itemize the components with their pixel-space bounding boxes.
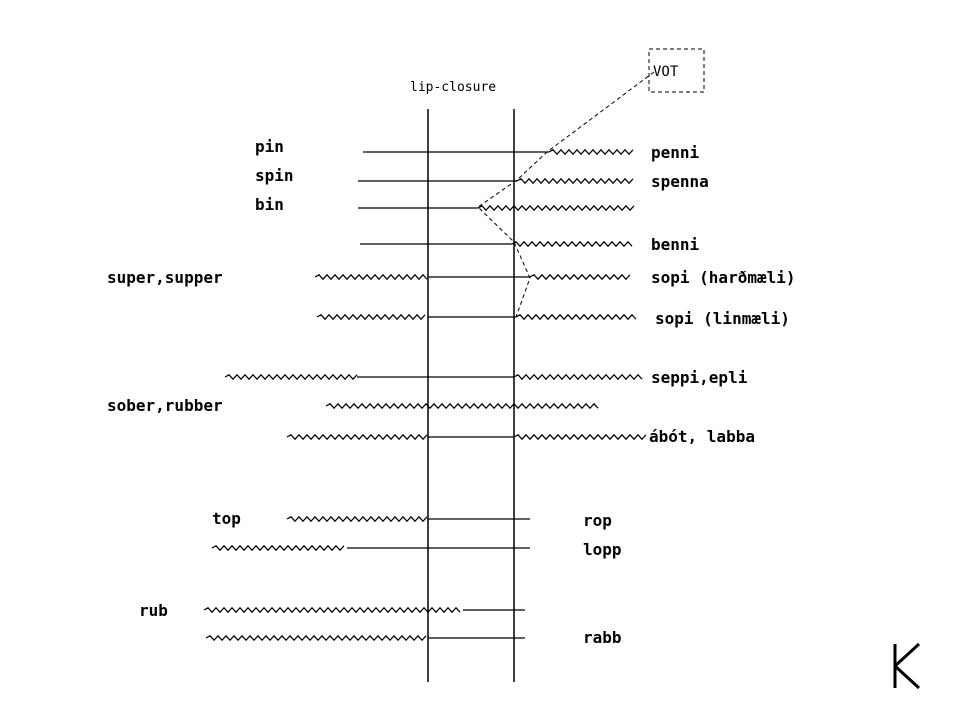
label-rub: rub <box>139 601 168 620</box>
row-lopp-voiced-segment <box>211 544 345 552</box>
voicing-tracks <box>203 148 647 642</box>
row-super-voiced-segment <box>529 273 631 281</box>
label-lopp: lopp <box>583 540 622 559</box>
row-seppi-voiced-segment <box>224 373 358 381</box>
label-abot-labba: ábót, labba <box>649 427 755 446</box>
label-pin: pin <box>255 137 284 156</box>
row-sopi-lin-voiced-segment <box>515 313 637 321</box>
label-rop: rop <box>583 511 612 530</box>
label-sopi-hardmaeli: sopi (harðmæli) <box>651 268 796 287</box>
label-top: top <box>212 509 241 528</box>
lip-closure-label: lip-closure <box>410 80 496 95</box>
label-benni: benni <box>651 235 700 254</box>
row-rabb-voiced-segment <box>205 634 427 642</box>
row-bin-voiced-segment <box>477 204 635 212</box>
label-seppi-epli: seppi,epli <box>651 368 748 387</box>
row-benni-voiced-segment <box>511 240 633 248</box>
label-spenna: spenna <box>651 172 709 191</box>
row-seppi-voiced-segment <box>513 373 643 381</box>
label-super-supper: super,supper <box>107 268 223 287</box>
row-sopi-lin-voiced-segment <box>316 313 426 321</box>
label-penni: penni <box>651 143 700 162</box>
label-bin: bin <box>255 195 284 214</box>
label-rabb: rabb <box>583 628 622 647</box>
label-sober-rubber: sober,rubber <box>107 396 223 415</box>
row-abot-voiced-segment <box>286 433 428 441</box>
row-top-voiced-segment <box>286 515 428 523</box>
row-spin-voiced-segment <box>516 177 634 185</box>
label-sopi-linmaeli: sopi (linmæli) <box>655 309 790 328</box>
row-sober-voiced-segment <box>325 402 599 410</box>
row-rub-voiced-segment <box>203 606 461 614</box>
row-pin-voiced-segment <box>548 148 634 156</box>
label-spin: spin <box>255 166 294 185</box>
logo-icon <box>893 642 921 690</box>
row-abot-voiced-segment <box>513 433 647 441</box>
vot-pointer-line <box>477 71 655 318</box>
row-super-voiced-segment <box>314 273 428 281</box>
vot-label: VOT <box>653 64 679 80</box>
